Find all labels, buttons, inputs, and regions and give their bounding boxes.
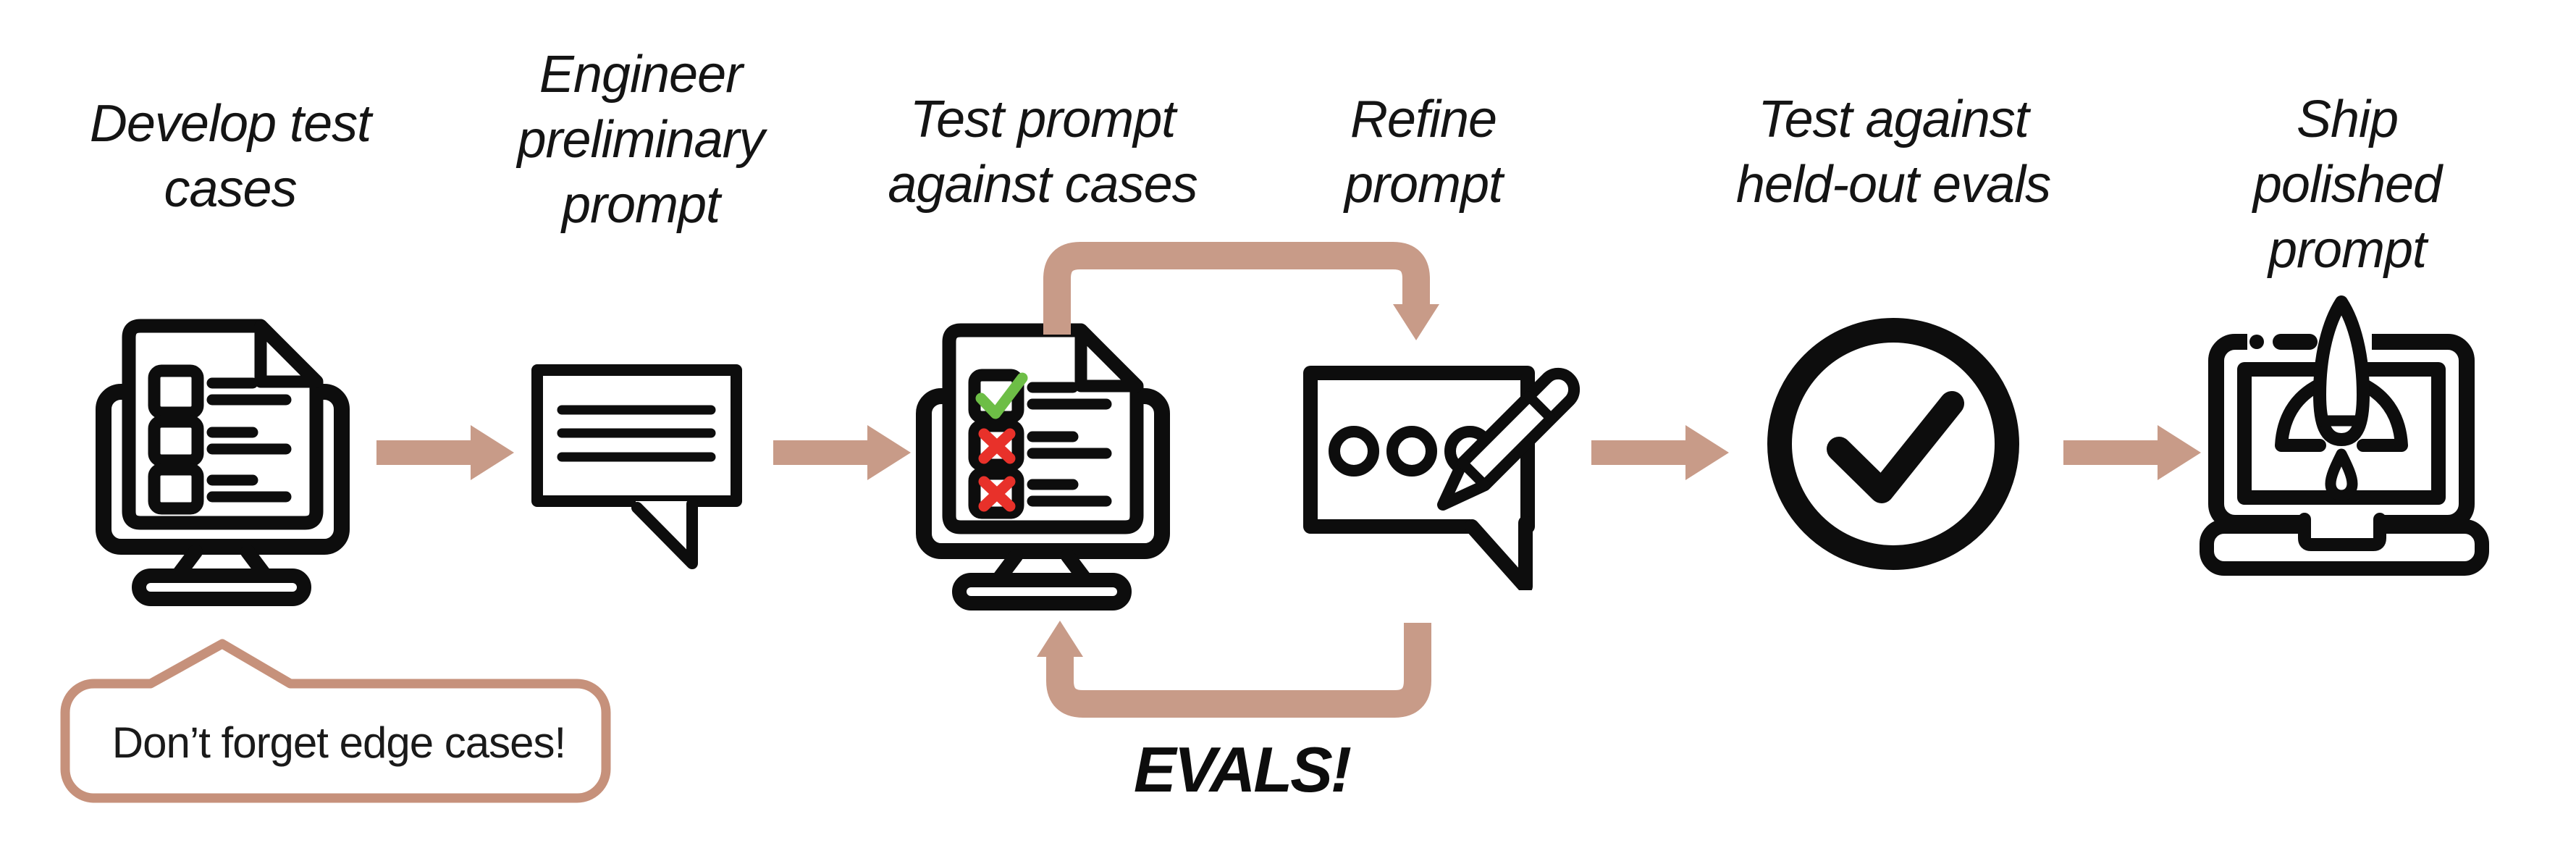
flow-arrow-1-icon	[376, 425, 514, 480]
loop-arrow-top-icon	[1043, 242, 1439, 340]
monitor-checklist-results-icon	[916, 323, 1170, 610]
evals-loop-label: EVALS!	[1133, 734, 1352, 805]
speech-bubble-lines-icon	[531, 364, 742, 569]
flow-arrow-2-icon	[773, 425, 911, 480]
step-label-test-prompt-against-cases: Test prompt against cases	[888, 91, 1197, 214]
callout-bubble	[60, 639, 611, 803]
step-label-develop-test-cases: Develop test cases	[89, 95, 371, 218]
flow-arrow-4-icon	[2063, 425, 2201, 480]
check-mark-green-icon	[975, 372, 1028, 419]
check-circle-icon	[1767, 318, 2019, 570]
flow-arrow-3-icon	[1591, 425, 1729, 480]
step-label-refine-prompt: Refine prompt	[1344, 91, 1503, 214]
callout-text: Don’t forget edge cases!	[111, 718, 566, 767]
laptop-rocket-icon	[2200, 295, 2489, 576]
loop-arrow-bottom-icon	[1037, 621, 1431, 718]
cross-red-icon	[978, 476, 1016, 512]
cross-red-icon	[978, 428, 1016, 464]
rocket-icon	[2275, 295, 2408, 501]
step-label-ship-polished-prompt: Ship polished prompt	[2252, 91, 2442, 279]
pencil-icon	[1437, 367, 1580, 511]
step-label-engineer-preliminary-prompt: Engineer preliminary prompt	[517, 46, 765, 234]
monitor-checklist-icon	[96, 319, 350, 606]
step-label-test-against-held-out-evals: Test against held-out evals	[1735, 91, 2051, 214]
speech-bubble-edit-icon	[1303, 366, 1580, 590]
